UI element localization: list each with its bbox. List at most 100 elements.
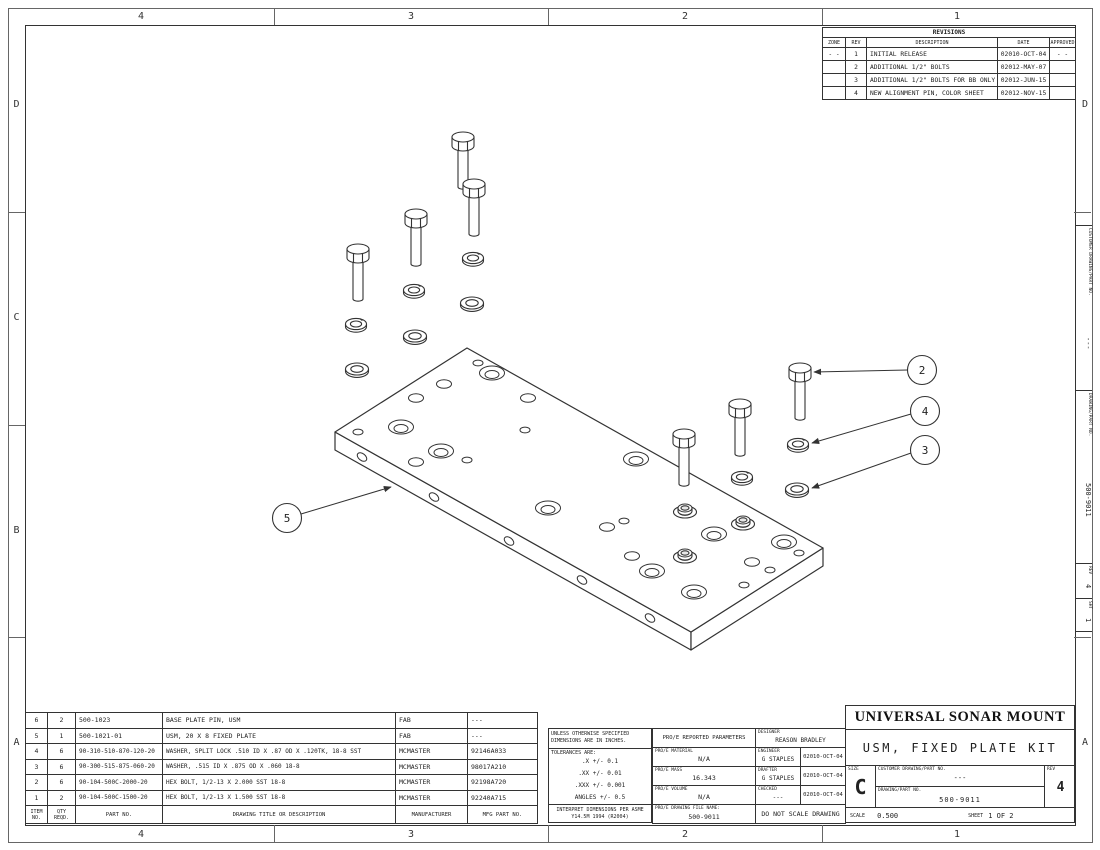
- rev-cell: 02012-NOV-15: [998, 87, 1050, 100]
- tolerance-xx: .XX +/- 0.01: [578, 770, 622, 777]
- zone-tick: [8, 637, 25, 638]
- zone-label-top: 3: [407, 11, 415, 22]
- bom-cell: MCMASTER: [396, 790, 468, 806]
- svg-text:4: 4: [922, 405, 929, 418]
- bom-header-part: PART NO.: [76, 806, 163, 824]
- rev-cell: [1050, 87, 1076, 100]
- engineer-value: G STAPLES: [761, 755, 795, 763]
- zone-label-right: D: [1081, 99, 1089, 110]
- bom-cell: HEX BOLT, 1/2-13 X 2.000 SST 18-8: [163, 775, 396, 791]
- bom-cell: 90-310-510-870-120-20: [76, 744, 163, 760]
- bom-header-mfr: MANUFACTURER: [396, 806, 468, 824]
- bom-cell: 2: [26, 775, 48, 791]
- bom-table: 6 2 500-1023 BASE PLATE PIN, USM FAB ---…: [25, 712, 538, 824]
- engineer-date: 02010-OCT-04: [801, 748, 846, 767]
- company-name: UNIVERSAL SONAR MOUNT: [846, 706, 1074, 730]
- bom-cell: MCMASTER: [396, 759, 468, 775]
- tolerance-xxx: .XXX +/- 0.001: [574, 782, 626, 789]
- rev-cell: 02010-OCT-04: [998, 48, 1050, 61]
- edge-drawing-part-cell: DRAWING/PART NO. 500-9011: [1076, 390, 1092, 563]
- zone-tick: [822, 825, 823, 842]
- rev-col-date: DATE: [998, 38, 1050, 48]
- rev-cell: ADDITIONAL 1/2" BOLTS: [867, 61, 998, 74]
- hex-bolts-upper-group: [344, 131, 486, 378]
- drawing-part-value: 500-9011: [939, 795, 981, 804]
- bom-cell: 2: [48, 713, 76, 729]
- rev-cell: - -: [1050, 48, 1076, 61]
- bom-cell: FAB: [396, 713, 468, 729]
- rev-cell: 3: [846, 74, 867, 87]
- bom-header-item: ITEM NO.: [26, 806, 48, 824]
- balloon-2: 2: [906, 354, 938, 386]
- scale-value: 0.500: [877, 812, 899, 820]
- leader-lines: [300, 368, 912, 515]
- drawing-part-label: DRAWING/PART NO.: [878, 788, 922, 793]
- bom-header-mfg-part: MFG PART NO.: [468, 806, 538, 824]
- rev-cell: [823, 74, 846, 87]
- bom-cell: 500-1023: [76, 713, 163, 729]
- edge-rev-label: REV: [1087, 566, 1092, 575]
- assembly-drawing: 2 4 3 5: [271, 131, 941, 651]
- bom-cell: 90-300-515-875-060-20: [76, 759, 163, 775]
- bom-cell: WASHER, .515 ID X .875 OD X .060 18-8: [163, 759, 396, 775]
- proe-mass-value: 16.343: [692, 774, 716, 782]
- zone-tick: [274, 8, 275, 25]
- bom-cell: 90-104-500C-1500-20: [76, 790, 163, 806]
- bom-cell: MCMASTER: [396, 744, 468, 760]
- zone-label-right: A: [1081, 737, 1089, 748]
- edge-sheet-cell: SHT 1: [1076, 598, 1092, 632]
- bom-cell: 500-1021-01: [76, 728, 163, 744]
- proe-material-label: PRO/E MATERIAL: [655, 749, 693, 754]
- engineer-label: ENGINEER: [758, 749, 780, 754]
- revisions-table: REVISIONS ZONE REV DESCRIPTION DATE APPR…: [822, 27, 1076, 100]
- zone-tick: [8, 212, 25, 213]
- drawing-title: USM, FIXED PLATE KIT: [846, 730, 1074, 766]
- zone-label-left: C: [13, 312, 20, 323]
- bom-cell: 4: [26, 744, 48, 760]
- edge-sheet-value: 1: [1084, 617, 1092, 623]
- size-value: C: [854, 775, 867, 799]
- bom-header-desc: DRAWING TITLE OR DESCRIPTION: [163, 806, 396, 824]
- zone-label-top: 4: [137, 11, 145, 22]
- proe-volume-value: N/A: [698, 793, 710, 801]
- zone-tick: [8, 425, 25, 426]
- customer-part-label: CUSTOMER DRAWING/PART NO.: [878, 767, 946, 772]
- edge-rev-cell: REV 4: [1076, 563, 1092, 598]
- balloon-4: 4: [909, 395, 941, 427]
- tolerance-header: UNLESS OTHERWISE SPECIFIED DIMENSIONS AR…: [549, 729, 651, 749]
- edge-customer-part-value: ---: [1084, 336, 1092, 350]
- bom-cell: FAB: [396, 728, 468, 744]
- rev-cell: NEW ALIGNMENT PIN, COLOR SHEET: [867, 87, 998, 100]
- edge-customer-part-label: CUSTOMER DRAWING/PART NO.: [1087, 228, 1092, 296]
- rev-col-approved: APPROVED: [1050, 38, 1076, 48]
- sheet-label: SHEET: [968, 813, 984, 819]
- bom-cell: 92198A720: [468, 775, 538, 791]
- do-not-scale-note: DO NOT SCALE DRAWING: [756, 805, 846, 824]
- bom-cell: 3: [26, 759, 48, 775]
- checked-date: 02010-OCT-04: [801, 786, 846, 805]
- zone-label-bottom: 3: [407, 829, 415, 840]
- drafter-date: 02010-OCT-04: [801, 767, 846, 786]
- inner-drawing-border: [25, 25, 1076, 826]
- zone-label-top: 1: [953, 11, 961, 22]
- drafter-value: G STAPLES: [761, 774, 795, 782]
- checked-label: CHECKED: [758, 787, 777, 792]
- edge-rev-value: 4: [1084, 583, 1092, 589]
- rev-col-zone: ZONE: [823, 38, 846, 48]
- designer-value: REASON BRADLEY: [775, 736, 826, 744]
- bom-cell: ---: [468, 713, 538, 729]
- proe-block: PRO/E REPORTED PARAMETERS DESIGNER REASO…: [652, 728, 846, 824]
- rev-cell: INITIAL RELEASE: [867, 48, 998, 61]
- proe-params-header: PRO/E REPORTED PARAMETERS: [653, 729, 756, 748]
- bom-cell: 98017A210: [468, 759, 538, 775]
- rev-cell: ADDITIONAL 1/2" BOLTS FOR BB ONLY: [867, 74, 998, 87]
- proe-volume-label: PRO/E VOLUME: [655, 787, 688, 792]
- balloon-5: 5: [271, 502, 303, 534]
- rev-cell: 1: [846, 48, 867, 61]
- rev-cell: [823, 87, 846, 100]
- rev-cell: 02012-MAY-07: [998, 61, 1050, 74]
- proe-material-value: N/A: [698, 755, 710, 763]
- rev-cell: [1050, 74, 1076, 87]
- rev-cell: 2: [846, 61, 867, 74]
- bom-header-qty: QTY REQD.: [48, 806, 76, 824]
